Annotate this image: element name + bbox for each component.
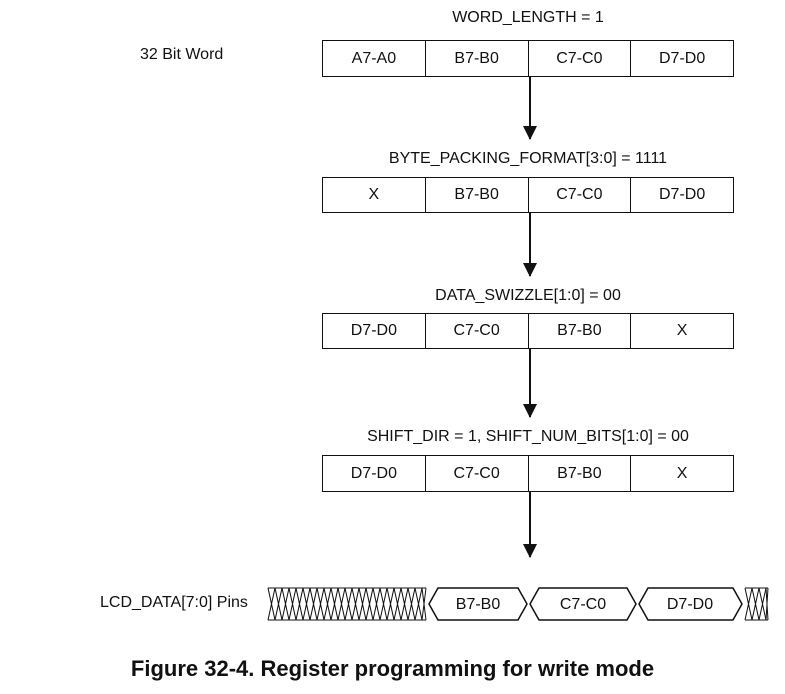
register-cell: D7-D0	[350, 464, 397, 482]
hatch-line	[288, 587, 297, 621]
hatch-line	[386, 587, 395, 621]
flow-arrow	[523, 77, 537, 140]
register-cell: C7-C0	[527, 178, 631, 212]
hatch-line	[267, 587, 276, 621]
flow-arrow	[523, 349, 537, 418]
hatch-line	[295, 587, 304, 621]
hatch-line	[400, 587, 409, 621]
flow-arrow	[523, 492, 537, 558]
hatch-line	[393, 587, 402, 621]
hatch-line	[309, 587, 318, 621]
hatch-line	[330, 587, 339, 621]
register-cell: D7-D0	[630, 41, 733, 76]
bus-value-label: B7-B0	[456, 596, 501, 613]
register-word-length: A7-A0 B7-B0 C7-C0 D7-D0	[322, 40, 734, 77]
bus-value-cell	[638, 587, 743, 621]
register-cell: X	[630, 314, 733, 348]
hatch-line	[379, 587, 388, 621]
hatch-line	[316, 587, 325, 621]
register-cell: B7-B0	[527, 314, 631, 348]
register-shift: D7-D0 C7-C0 B7-B0 X	[322, 455, 734, 492]
register-cell: B7-B0	[527, 456, 631, 491]
hatch-line	[414, 587, 423, 621]
hatch-pattern	[267, 587, 427, 621]
register-byte-packing: X B7-B0 C7-C0 D7-D0	[322, 177, 734, 213]
hatch-line	[751, 587, 760, 621]
register-cell: B7-B0	[424, 178, 528, 212]
hatch-line	[323, 587, 332, 621]
hatch-line	[407, 587, 416, 621]
hatch-pattern	[744, 587, 769, 621]
hatch-line	[365, 587, 374, 621]
hatch-line	[765, 587, 769, 621]
register-cell: C7-C0	[424, 456, 528, 491]
register-cell: X	[630, 456, 733, 491]
bus-value-cell	[529, 587, 637, 621]
hatch-line	[302, 587, 311, 621]
register-cell: X	[368, 186, 380, 203]
lcd-data-bus-waveform: B7-B0 C7-C0 D7-D0	[267, 587, 769, 621]
bus-value-label: D7-D0	[667, 596, 713, 613]
register-cell: D7-D0	[350, 322, 397, 339]
bus-value-cell	[428, 587, 528, 621]
register-cell: A7-A0	[351, 49, 397, 67]
word-label: 32 Bit Word	[140, 46, 224, 63]
hatch-line	[358, 587, 367, 621]
hatch-line	[351, 587, 360, 621]
stage-label-shift: SHIFT_DIR = 1, SHIFT_NUM_BITS[1:0] = 00	[367, 428, 689, 445]
stage-label-word-length: WORD_LENGTH = 1	[452, 9, 604, 26]
register-cell: C7-C0	[527, 41, 631, 76]
hatch-line	[344, 587, 353, 621]
figure-caption: Figure 32-4. Register programming for wr…	[130, 656, 655, 681]
bus-value-label: C7-C0	[560, 596, 606, 613]
flow-arrow	[523, 213, 537, 277]
hatch-line	[274, 587, 283, 621]
register-cell: C7-C0	[424, 314, 528, 348]
hatch-line	[744, 587, 753, 621]
stage-label-data-swizzle: DATA_SWIZZLE[1:0] = 00	[435, 287, 621, 304]
hatch-line	[281, 587, 290, 621]
pins-label: LCD_DATA[7:0] Pins	[100, 594, 248, 611]
hatch-line	[337, 587, 346, 621]
register-cell: B7-B0	[424, 41, 528, 76]
register-cell: D7-D0	[630, 178, 733, 212]
hatch-line	[372, 587, 381, 621]
stage-label-byte-packing: BYTE_PACKING_FORMAT[3:0] = 1111	[388, 150, 668, 167]
hatch-line	[758, 587, 767, 621]
register-data-swizzle: D7-D0 C7-C0 B7-B0 X	[322, 313, 734, 349]
hatch-line	[421, 587, 427, 621]
